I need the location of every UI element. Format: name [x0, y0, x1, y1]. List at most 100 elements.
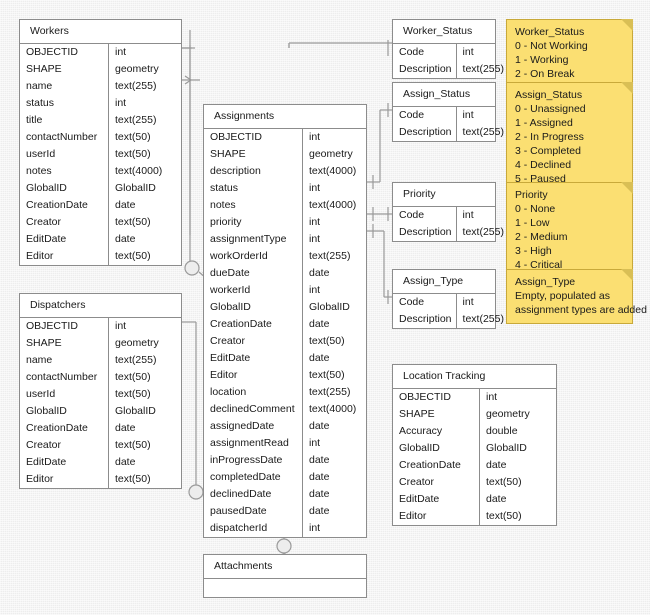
field-name: Accuracy: [393, 423, 480, 440]
note-worker-status[interactable]: Worker_Status 0 - Not Working 1 - Workin…: [506, 19, 633, 88]
field-name: priority: [204, 214, 303, 231]
field-row: Code int: [393, 294, 508, 311]
field-row: userId text(50): [20, 146, 181, 163]
field-row: Creator text(50): [393, 474, 556, 491]
note-fold-icon: [621, 182, 633, 194]
field-type: date: [309, 454, 330, 466]
note-fold-icon: [621, 19, 633, 31]
note-title: Worker_Status: [515, 26, 585, 38]
entity-location-tracking[interactable]: Location Tracking OBJECTID int SHAPE geo…: [392, 364, 557, 526]
field-type: text(50): [115, 388, 151, 400]
field-name: Description: [393, 311, 457, 328]
field-name: Code: [393, 294, 457, 311]
field-row: contactNumber text(50): [20, 369, 181, 386]
field-row: CreationDate date: [393, 457, 556, 474]
field-row: dueDate date: [204, 265, 366, 282]
field-type: int: [462, 209, 474, 221]
note-assign-type[interactable]: Assign_Type Empty, populated as assignme…: [506, 269, 647, 324]
wire-workers-top: [182, 30, 191, 49]
field-type: GlobalID: [486, 442, 527, 454]
entity-worker-status[interactable]: Worker_Status Code int Description text(…: [392, 19, 504, 79]
field-name: dispatcherId: [204, 520, 303, 537]
field-row: workerId int: [204, 282, 366, 299]
note-line: 0 - None: [515, 203, 556, 215]
field-type: geometry: [486, 408, 530, 420]
field-name: Creator: [393, 474, 480, 491]
entity-fields-assignments: OBJECTID int SHAPE geometry description …: [204, 129, 366, 537]
field-type: text(50): [486, 476, 522, 488]
entity-fields-assign-type: Code int Description text(255): [393, 294, 508, 328]
field-name: Editor: [204, 367, 303, 384]
entity-workers[interactable]: Workers OBJECTID int SHAPE geometry name…: [19, 19, 182, 266]
field-type: GlobalID: [115, 182, 156, 194]
field-name: pausedDate: [204, 503, 303, 520]
field-name: EditDate: [20, 231, 109, 248]
entity-priority[interactable]: Priority Code int Description text(255): [392, 182, 504, 242]
field-name: GlobalID: [204, 299, 303, 316]
field-type: int: [462, 296, 474, 308]
field-name: Creator: [204, 333, 303, 350]
field-row: priority int: [204, 214, 366, 231]
field-name: declinedComment: [204, 401, 303, 418]
entity-dispatchers[interactable]: Dispatchers OBJECTID int SHAPE geometry …: [19, 293, 182, 489]
field-name: inProgressDate: [204, 452, 303, 469]
field-row: Code int: [393, 44, 508, 61]
field-type: geometry: [115, 337, 159, 349]
field-type: int: [309, 182, 321, 194]
field-row: CreationDate date: [20, 197, 181, 214]
field-name: CreationDate: [204, 316, 303, 333]
note-priority[interactable]: Priority 0 - None 1 - Low 2 - Medium 3 -…: [506, 182, 633, 279]
entity-fields-priority: Code int Description text(255): [393, 207, 508, 241]
field-name: CreationDate: [20, 420, 109, 437]
field-row: Editor text(50): [204, 367, 366, 384]
field-type: int: [309, 437, 321, 449]
field-row: name text(255): [20, 78, 181, 95]
entity-attachments[interactable]: Attachments: [203, 554, 367, 598]
field-name: Code: [393, 107, 457, 124]
field-type: text(50): [309, 369, 345, 381]
field-row: EditDate date: [20, 231, 181, 248]
field-name: EditDate: [20, 454, 109, 471]
field-name: assignmentType: [204, 231, 303, 248]
field-row: OBJECTID int: [393, 389, 556, 406]
field-row: declinedDate date: [204, 486, 366, 503]
field-name: status: [20, 95, 109, 112]
note-line: 0 - Unassigned: [515, 103, 586, 115]
field-row: GlobalID GlobalID: [393, 440, 556, 457]
field-type: date: [309, 471, 330, 483]
field-name: Code: [393, 207, 457, 224]
field-type: text(255): [115, 80, 157, 92]
field-type: GlobalID: [115, 405, 156, 417]
field-row: status int: [204, 180, 366, 197]
field-name: workOrderId: [204, 248, 303, 265]
entity-title-assignments: Assignments: [204, 105, 366, 129]
entity-assign-status[interactable]: Assign_Status Code int Description text(…: [392, 82, 504, 142]
note-line: 2 - On Break: [515, 68, 575, 80]
field-name: Description: [393, 124, 457, 141]
field-name: GlobalID: [20, 180, 109, 197]
entity-assignments[interactable]: Assignments OBJECTID int SHAPE geometry …: [203, 104, 367, 538]
note-line: 4 - Declined: [515, 159, 572, 171]
entity-title-assign-type: Assign_Type: [393, 270, 495, 294]
field-type: int: [462, 46, 474, 58]
field-name: Creator: [20, 437, 109, 454]
note-line: 4 - Critical: [515, 259, 563, 271]
field-type: text(255): [462, 313, 504, 325]
field-type: text(255): [115, 354, 157, 366]
entity-assign-type[interactable]: Assign_Type Code int Description text(25…: [392, 269, 504, 329]
field-row: Code int: [393, 107, 508, 124]
field-row: Description text(255): [393, 311, 508, 328]
field-name: completedDate: [204, 469, 303, 486]
entity-title-worker-status: Worker_Status: [393, 20, 495, 44]
field-type: text(4000): [309, 199, 357, 211]
field-type: text(50): [115, 371, 151, 383]
field-type: text(4000): [309, 403, 357, 415]
field-type: int: [309, 284, 321, 296]
field-name: OBJECTID: [393, 389, 480, 406]
field-name: OBJECTID: [20, 44, 109, 61]
field-name: assignedDate: [204, 418, 303, 435]
field-type: date: [115, 456, 136, 468]
note-fold-icon: [621, 82, 633, 94]
field-name: title: [20, 112, 109, 129]
